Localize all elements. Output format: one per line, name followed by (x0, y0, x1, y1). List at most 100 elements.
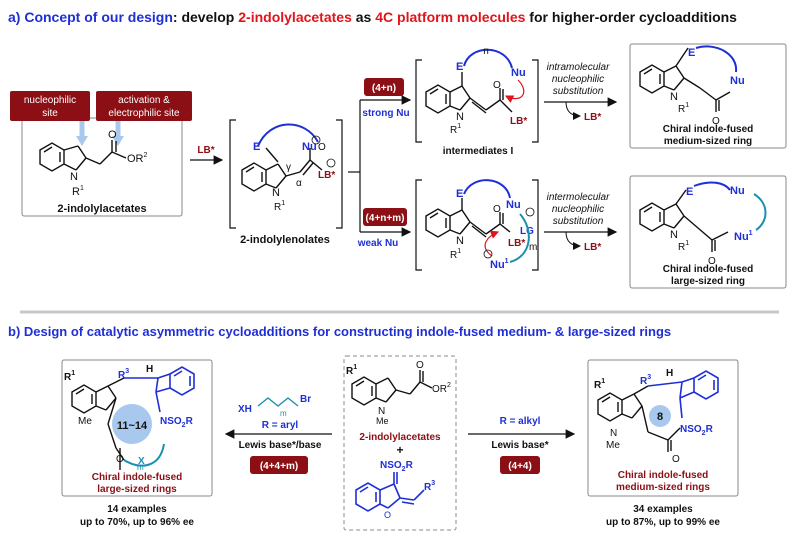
inter-label-1: intermolecular (547, 192, 610, 203)
right-R1: R1 (594, 378, 605, 391)
center-plus: + (396, 443, 403, 457)
start-OR2: OR2 (127, 152, 148, 165)
intermediate-label: intermediates I (443, 146, 514, 157)
intra-label-1: intramolecular (547, 62, 610, 73)
right-Me: Me (606, 440, 620, 451)
enolate-bracket-left (229, 119, 236, 229)
right-O: O (672, 454, 680, 465)
int-top-O: O (493, 80, 501, 91)
enolate-O: O (318, 142, 326, 153)
product-bottom-label-2: large-sized ring (671, 276, 745, 287)
intra-label-3: substitution (553, 86, 604, 97)
section-b-title: b) Design of catalytic asymmetric cycloa… (8, 324, 671, 339)
int-bottom-R1: R1 (450, 248, 461, 261)
int-top-bracket-right (532, 59, 539, 143)
nucleophilic-pointer-head (76, 136, 88, 146)
center-NSO2R: NSO2R (380, 460, 414, 473)
product-top-tether (695, 45, 738, 73)
left-examples: 14 examples (107, 504, 167, 515)
product-top-structure (639, 47, 731, 112)
center-N: N (378, 406, 385, 417)
left-reagent-chain (257, 397, 299, 407)
left-product-label-1: Chiral indole-fused (92, 472, 183, 483)
enolate-E: E (253, 141, 260, 153)
product-bottom-R1: R1 (678, 240, 689, 253)
path-bottom-tag-box (363, 208, 407, 226)
left-Me: Me (78, 416, 92, 427)
center-benzofuran-O: O (384, 510, 391, 520)
int-bottom-tether (463, 179, 511, 199)
enolate-bracket-right (336, 119, 343, 229)
product-bottom-E: E (686, 186, 693, 198)
left-H: H (146, 364, 153, 375)
inter-label-2: nucleophilic (552, 204, 604, 215)
nucleophilic-site-label-box (10, 91, 90, 121)
int-bottom-m: m (529, 242, 537, 253)
int-top-R1: R1 (450, 123, 461, 136)
product-top-O: O (712, 116, 720, 127)
center-R3: R3 (424, 480, 435, 493)
start-indole-structure (39, 140, 127, 172)
enolate-LB: LB* (318, 170, 335, 181)
product-bottom-box (629, 175, 787, 289)
int-bottom-O: O (493, 204, 501, 215)
center-O: O (416, 360, 424, 371)
center-OR2: OR2 (432, 382, 451, 395)
enolate-minus-charge (311, 135, 321, 145)
left-product-structure (71, 377, 125, 470)
center-benzofuran-structure (355, 472, 425, 512)
product-bottom-label-1: Chiral indole-fused (663, 264, 754, 275)
inter-release: LB* (584, 242, 601, 253)
int-bottom-N: N (456, 235, 464, 247)
int-bottom-minus (483, 249, 493, 259)
enolate-structure (241, 148, 323, 192)
intra-release: LB* (584, 112, 601, 123)
left-m: m (137, 463, 144, 472)
right-NSO2R: NSO2R (680, 424, 714, 437)
enolate-alpha: α (296, 178, 302, 189)
product-top-label-2: medium-sized ring (664, 136, 752, 147)
int-bottom-attack-arrow (484, 230, 500, 257)
int-bottom-Nu: Nu (506, 199, 521, 211)
path-bottom-tag: (4+n+m) (366, 213, 405, 224)
int-bottom-structure (425, 198, 511, 238)
left-conditions: Lewis base*/base (239, 440, 322, 451)
int-top-n: n (483, 46, 489, 57)
enolate-name: 2-indolylenolates (240, 234, 330, 246)
right-product-structure (597, 385, 681, 452)
product-top-R1: R1 (678, 102, 689, 115)
right-tag: (4+4) (508, 461, 532, 472)
left-tag: (4+4+m) (260, 461, 298, 472)
right-product-label-2: medium-sized rings (616, 482, 710, 493)
nucleophilic-site-label-2: site (42, 108, 58, 119)
left-reagent-m: m (280, 409, 287, 418)
left-product-label-2: large-sized rings (97, 484, 177, 495)
right-conditions: Lewis base* (491, 440, 548, 451)
inter-release-arrow (565, 231, 581, 250)
center-indolyl-label: 2-indolylacetates (359, 432, 441, 443)
center-indole-structure (351, 370, 433, 406)
center-Me: Me (376, 416, 389, 426)
left-ring-highlight (112, 404, 152, 444)
nucleophilic-site-label: nucleophilic (24, 95, 76, 106)
product-top-E: E (688, 47, 695, 59)
start-R1: R1 (72, 185, 84, 198)
left-benzofuran (124, 366, 195, 413)
product-top-label-1: Chiral indole-fused (663, 124, 754, 135)
center-R1: R1 (346, 364, 357, 377)
product-top-N: N (670, 91, 678, 103)
left-reagent-XH: XH (238, 404, 252, 415)
int-bottom-LG: LG (520, 226, 534, 237)
int-top-attack-arrow (504, 79, 525, 103)
int-top-structure (425, 72, 513, 114)
int-top-LB: LB* (510, 116, 527, 127)
left-reagent-R: R = aryl (262, 420, 299, 431)
right-product-label-1: Chiral indole-fused (618, 470, 709, 481)
intra-label-2: nucleophilic (552, 74, 604, 85)
int-top-tether (463, 48, 513, 69)
product-bottom-Nu1: Nu1 (734, 230, 753, 243)
int-bottom-bracket-left (415, 179, 422, 271)
right-tag-box (500, 456, 540, 474)
left-ring-size: 11~14 (117, 420, 148, 432)
right-yield: up to 87%, up to 99% ee (606, 517, 720, 528)
